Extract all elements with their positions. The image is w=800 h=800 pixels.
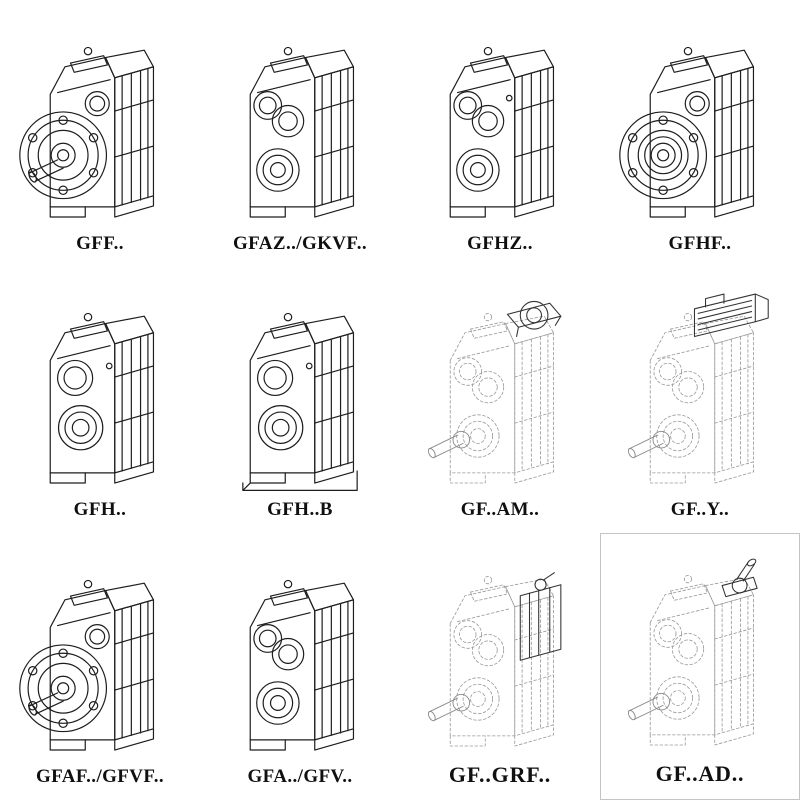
gearbox-flange-hollow-icon (619, 46, 755, 218)
model-label: GF..Y.. (670, 499, 730, 521)
model-label: GFF.. (76, 232, 124, 254)
model-label: GF..GRF.. (448, 761, 552, 787)
model-label: GFH.. (73, 499, 127, 521)
model-cell-gff: GFF.. (0, 0, 200, 267)
gearbox-hollow-shaft-icon (249, 579, 355, 751)
model-cell-gfaz: GFAZ../GKVF.. (200, 0, 400, 267)
model-label: GFA../GFV.. (247, 765, 353, 787)
gearbox-phantom-input-shaft-icon (626, 558, 758, 746)
gearbox-foot-mount-icon (49, 313, 155, 484)
model-cell-gfa: GFA../GFV.. (200, 533, 400, 800)
model-label: GF..AD.. (655, 760, 745, 786)
model-cell-gfhz: GFHZ.. (400, 0, 600, 267)
gearbox-flange-shaft-icon (19, 46, 155, 218)
model-label: GFH..B (267, 499, 333, 521)
gearbox-flange-shaft-icon (19, 579, 155, 751)
model-cell-gfhf: GFHF.. (600, 0, 800, 267)
model-cell-gfad: GF..AD.. (600, 533, 800, 800)
gearbox-phantom-input-housing-icon (426, 572, 562, 747)
model-label: GFAZ../GKVF.. (233, 232, 367, 254)
model-label: GF..AM.. (460, 499, 540, 521)
gearbox-phantom-motor-icon (626, 293, 769, 484)
input-flange-icon (506, 301, 562, 338)
gearbox-hollow-shaft-angled-icon (449, 46, 555, 218)
motor-icon (693, 293, 769, 338)
gearbox-foot-mount-base-icon (242, 313, 358, 492)
gearbox-hollow-shaft-icon (249, 46, 355, 218)
input-housing-icon (519, 572, 562, 661)
model-cell-gfhb: GFH..B (200, 267, 400, 534)
model-cell-gfy: GF..Y.. (600, 267, 800, 534)
model-cell-gfgrf: GF..GRF.. (400, 533, 600, 800)
model-label: GFHZ.. (467, 232, 533, 254)
model-cell-gfaf: GFAF../GFVF.. (0, 533, 200, 800)
model-cell-gfam: GF..AM.. (400, 267, 600, 534)
input-shaft-icon (721, 558, 758, 598)
model-cell-gfh: GFH.. (0, 267, 200, 534)
gearbox-phantom-motor-flange-icon (426, 301, 562, 484)
model-label: GFAF../GFVF.. (35, 765, 164, 787)
model-label: GFHF.. (668, 232, 732, 254)
